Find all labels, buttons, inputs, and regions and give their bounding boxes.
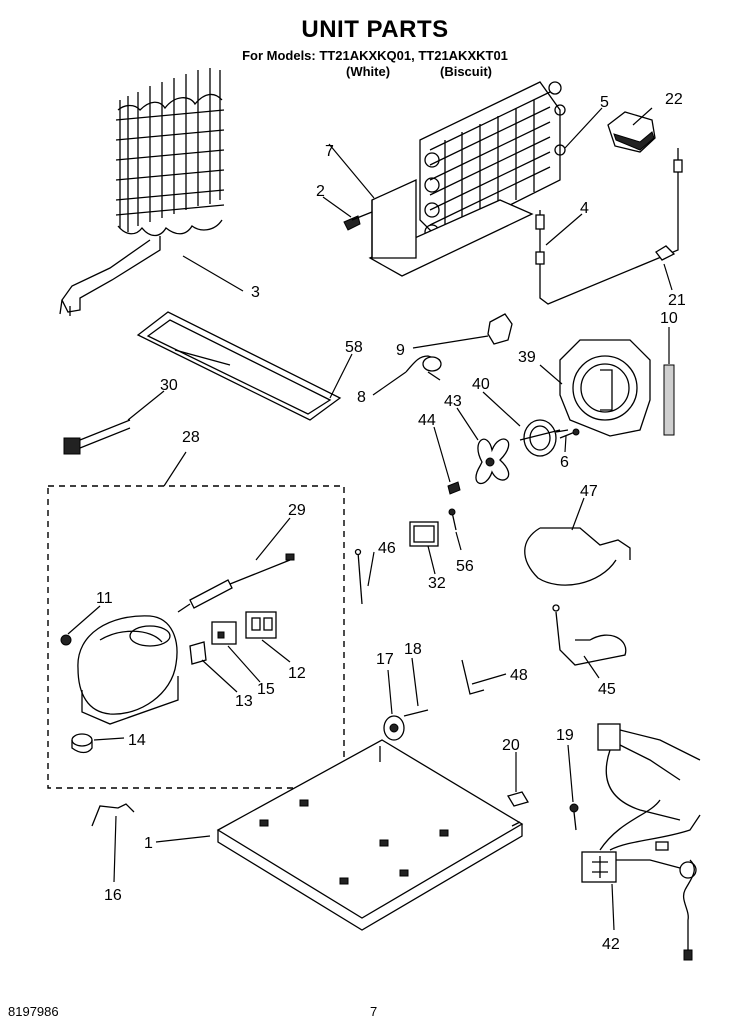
condenser-coil-illustration xyxy=(59,68,225,316)
callout-29: 29 xyxy=(288,502,306,519)
callout-30: 30 xyxy=(160,377,178,394)
doc-number: 8197986 xyxy=(8,1004,59,1019)
base-pan-illustration xyxy=(216,739,524,931)
callout-10: 10 xyxy=(660,310,678,327)
screw-6-illustration xyxy=(559,428,580,439)
page-number: 7 xyxy=(370,1004,378,1019)
tube-46-illustration xyxy=(524,527,631,586)
callout-32: 32 xyxy=(428,575,446,592)
callout-12: 12 xyxy=(288,665,306,682)
filter-drier-illustration xyxy=(177,553,295,613)
wiring-harness-illustration xyxy=(581,723,701,961)
screw-20-illustration xyxy=(569,803,579,831)
grommet-11-illustration xyxy=(60,634,72,646)
callout-16: 16 xyxy=(104,887,122,904)
tube-47-illustration xyxy=(552,604,627,666)
callout-3: 3 xyxy=(251,284,260,301)
callout-19: 21 xyxy=(668,292,686,309)
callout-6: 6 xyxy=(560,454,569,471)
rod-48-illustration xyxy=(461,659,485,695)
callout-21: 20 xyxy=(502,737,520,754)
compressor-illustration xyxy=(77,615,179,725)
callout-22: 22 xyxy=(665,91,683,108)
clip-16-illustration xyxy=(91,803,135,827)
callout-47: 45 xyxy=(598,681,616,698)
callout-42: 42 xyxy=(602,936,620,953)
axle-18-illustration xyxy=(403,709,429,717)
callout-43: 43 xyxy=(444,393,462,410)
variant-biscuit: (Biscuit) xyxy=(440,64,492,79)
callout-40: 40 xyxy=(472,376,490,393)
callout-labels: 3 7 2 5 22 4 21 58 9 8 39 10 30 40 43 44… xyxy=(96,91,686,953)
callout-14: 14 xyxy=(128,732,146,749)
fan-shroud-illustration xyxy=(559,339,651,437)
callout-39: 39 xyxy=(518,349,536,366)
callout-18: 18 xyxy=(404,641,422,658)
callout-13: 13 xyxy=(235,693,253,710)
plug-illustration xyxy=(63,419,131,455)
relay-32-illustration xyxy=(409,521,439,547)
grommet-14-illustration xyxy=(71,733,93,754)
bracket-9-illustration xyxy=(487,313,513,345)
clip-13-illustration xyxy=(189,641,207,665)
nut-21-illustration xyxy=(507,791,529,807)
callout-4: 4 xyxy=(580,200,589,217)
callout-56: 56 xyxy=(456,558,474,575)
page-title: UNIT PARTS xyxy=(301,16,449,43)
callout-45: 46 xyxy=(378,540,396,557)
drain-pan-illustration xyxy=(136,311,342,421)
callout-17: 17 xyxy=(376,651,394,668)
callout-1: 1 xyxy=(144,835,153,852)
leader-lines xyxy=(67,107,673,931)
roller-17-illustration xyxy=(383,715,405,741)
fan-blade-illustration xyxy=(475,438,510,484)
callout-58: 58 xyxy=(345,339,363,356)
evaporator-illustration xyxy=(368,81,566,277)
callout-44: 44 xyxy=(418,412,436,429)
callout-28: 28 xyxy=(182,429,200,446)
callout-48: 48 xyxy=(510,667,528,684)
strip-10-illustration xyxy=(663,364,675,436)
callout-20: 19 xyxy=(556,727,574,744)
heater-wire-illustration xyxy=(535,148,683,305)
grommet-8-illustration xyxy=(405,355,442,381)
callout-7: 7 xyxy=(325,143,334,160)
cap-illustration xyxy=(607,111,656,153)
callout-2: 2 xyxy=(316,183,325,200)
callout-5: 5 xyxy=(600,94,609,111)
models-line: For Models: TT21AKXKQ01, TT21AKXKT01 xyxy=(242,48,508,63)
callout-11: 11 xyxy=(96,590,113,607)
relay-15-illustration xyxy=(211,621,237,645)
screw-56-illustration xyxy=(448,508,457,531)
screw-2-illustration xyxy=(343,211,373,231)
callout-9: 9 xyxy=(396,342,405,359)
callout-8: 8 xyxy=(357,389,366,406)
overload-12-illustration xyxy=(245,611,277,639)
callout-15: 15 xyxy=(257,681,275,698)
callout-46: 47 xyxy=(580,483,598,500)
variant-white: (White) xyxy=(346,64,391,79)
clip-44-illustration xyxy=(447,481,461,495)
fan-motor-illustration xyxy=(519,419,569,457)
rod-45-illustration xyxy=(354,548,363,605)
